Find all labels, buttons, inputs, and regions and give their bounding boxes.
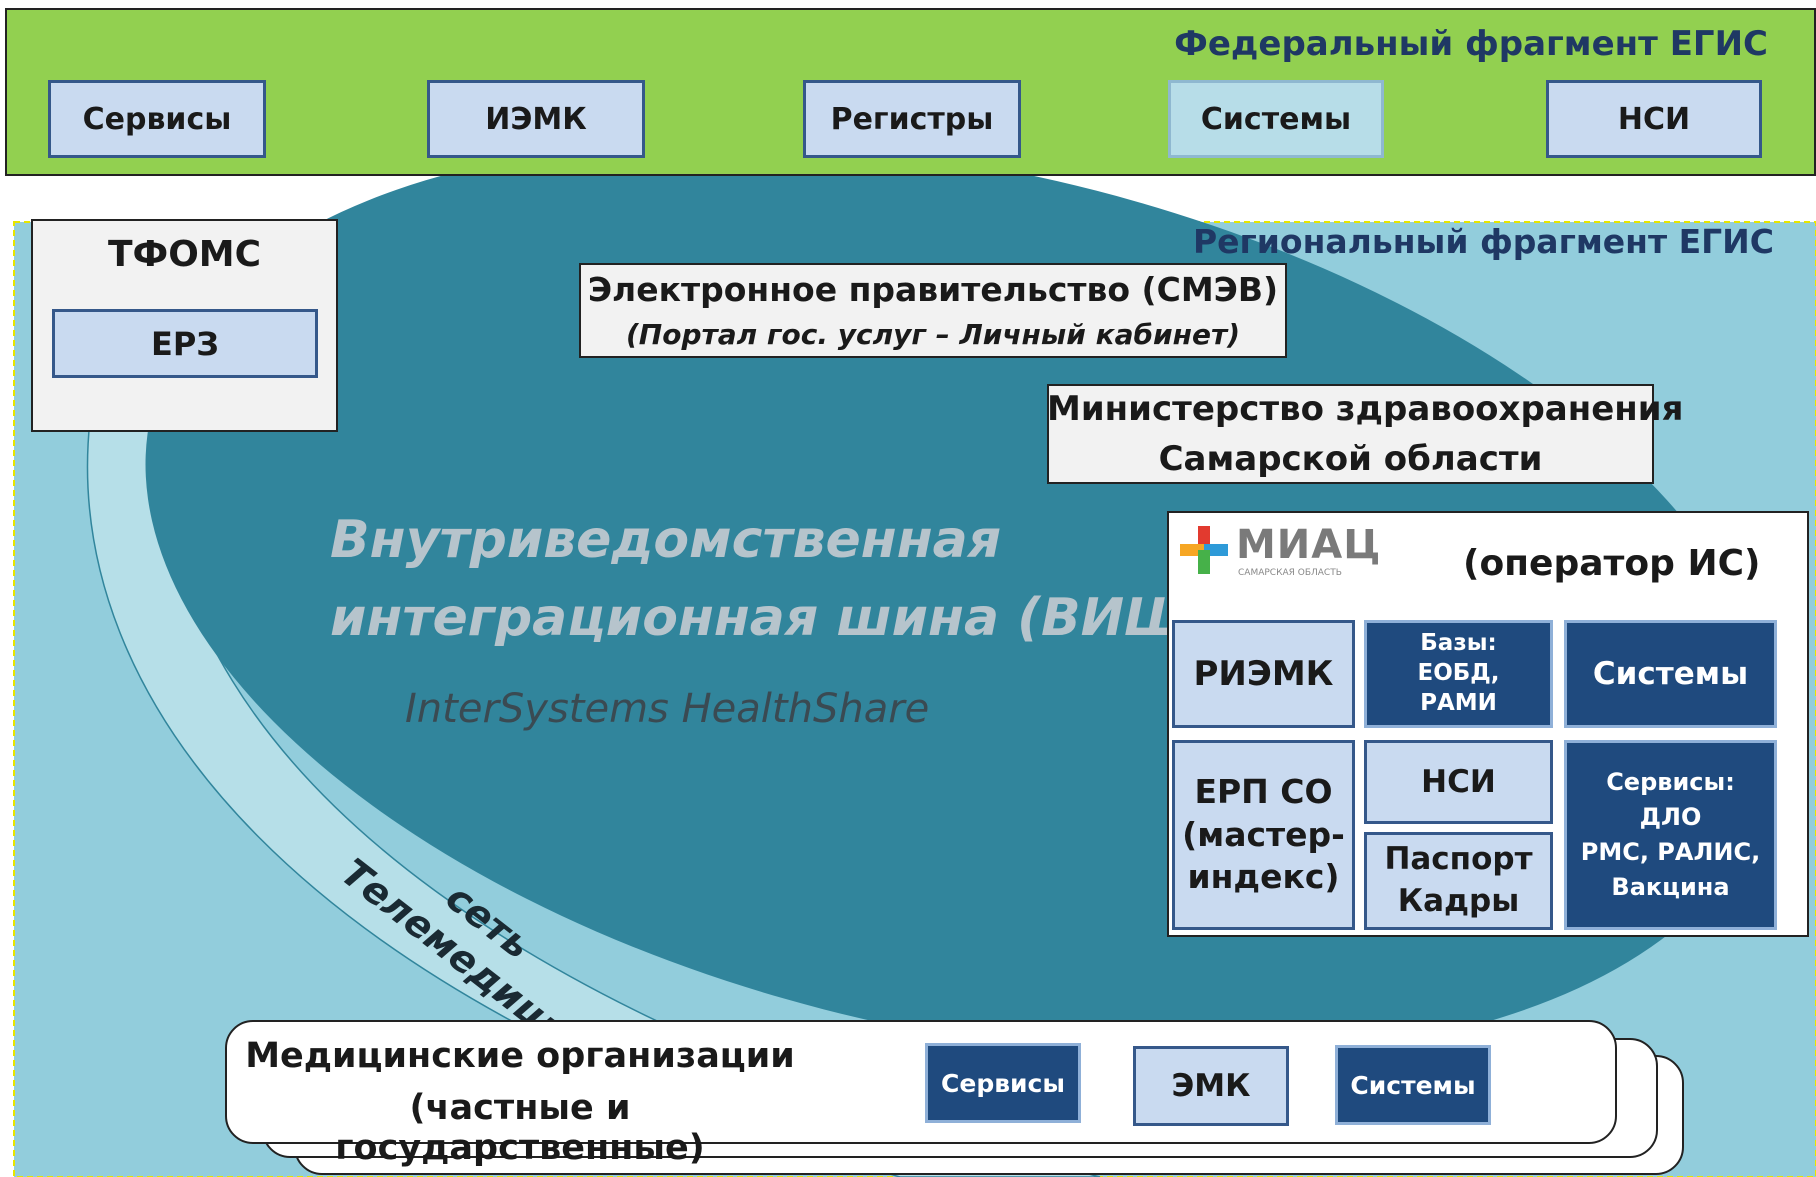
medorg-title-line1: Медицинские организации [245,1036,795,1076]
tfoms-title: ТФОМС [107,234,262,275]
ministry-title-line1: Министерство здравоохранения [1047,389,1684,429]
miac-systems-box[interactable]: Системы [1564,620,1777,728]
miac-bases-box[interactable]: Базы: ЕОБД, РАМИ [1364,620,1553,728]
egov-title: Электронное правительство (СМЭВ) [587,270,1279,309]
miac-riemk-box[interactable]: РИЭМК [1172,620,1355,728]
miac-erp-line1: ЕРП СО [1194,771,1333,811]
miac-nsi-box[interactable]: НСИ [1364,740,1553,824]
miac-operator-label: (оператор ИС) [1463,543,1761,584]
federal-services-box[interactable]: Сервисы [48,80,266,158]
regional-fragment-title: Региональный фрагмент ЕГИС [1192,222,1774,261]
miac-services-line4: Вакцина [1611,872,1730,901]
ministry-title-line2: Самарской области [1158,439,1543,479]
bus-product-name: InterSystems HealthShare [405,686,930,732]
federal-nsi-box[interactable]: НСИ [1546,80,1762,158]
federal-iemk-box[interactable]: ИЭМК [427,80,645,158]
miac-bases-line1: Базы: [1420,630,1497,657]
miac-passport-line1: Паспорт [1384,841,1533,878]
miac-bases-line2: ЕОБД, [1417,660,1500,687]
miac-services-line2: ДЛО [1639,803,1702,832]
federal-fragment-title: Федеральный фрагмент ЕГИС [1174,24,1768,64]
medorg-title-line2: (частные и государственные) [335,1088,705,1168]
medorg-services-box[interactable]: Сервисы [925,1043,1081,1123]
ministry-box [1047,384,1654,484]
miac-bases-line3: РАМИ [1420,689,1497,716]
federal-registers-box[interactable]: Регистры [803,80,1021,158]
egov-box [579,263,1287,358]
miac-passport-box[interactable]: Паспорт Кадры [1364,832,1553,930]
erz-box[interactable]: ЕРЗ [52,309,318,378]
miac-erp-line3: индекс) [1187,857,1340,897]
miac-logo-subtitle: САМАРСКАЯ ОБЛАСТЬ [1238,568,1342,578]
miac-erp-line2: (мастер- [1182,814,1345,854]
miac-logo-text: МИАЦ [1236,522,1382,568]
federal-systems-box[interactable]: Системы [1168,80,1384,158]
medorg-systems-box[interactable]: Системы [1335,1045,1491,1125]
miac-logo-icon [1180,526,1228,574]
egov-subtitle: (Портал гос. услуг – Личный кабинет) [625,318,1241,351]
miac-services-line1: Сервисы: [1606,768,1735,797]
miac-services-box[interactable]: Сервисы: ДЛО РМС, РАЛИС, Вакцина [1564,740,1777,930]
miac-passport-line2: Кадры [1397,883,1520,919]
bus-title-line1: Внутриведомственная [330,510,1002,570]
medorg-emk-box[interactable]: ЭМК [1133,1046,1289,1126]
miac-services-line3: РМС, РАЛИС, [1580,838,1761,866]
miac-erp-box[interactable]: ЕРП СО (мастер- индекс) [1172,740,1355,930]
bus-title-line2: интеграционная шина (ВИШ) [330,588,1213,648]
